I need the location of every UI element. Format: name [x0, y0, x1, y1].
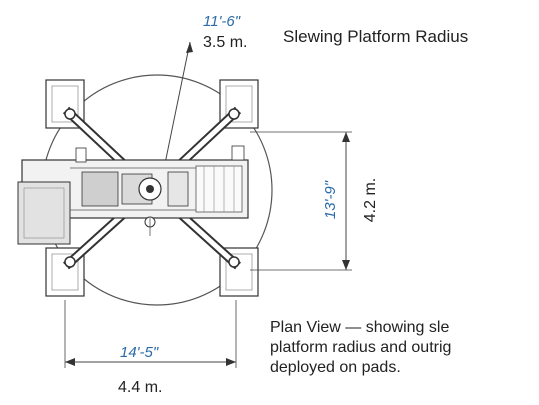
plan-view-caption: Plan View — showing sle platform radius … — [270, 318, 539, 390]
caption-line-1: Plan View — showing sle — [270, 319, 450, 336]
outrigger-beam-bottom-right — [172, 206, 242, 270]
outrigger-beam-top-left — [62, 106, 132, 172]
crane-carrier-body — [17, 145, 249, 245]
length-imperial-label: 13'-9" — [322, 180, 339, 219]
length-dimension — [250, 131, 352, 271]
radius-arrowhead — [186, 42, 193, 53]
width-dimension — [64, 300, 237, 368]
radius-imperial-label: 11'-6" — [203, 13, 241, 30]
radius-metric-label: 3.5 m. — [203, 34, 247, 51]
outrigger-beam-top-right — [172, 106, 242, 172]
length-metric-label: 4.2 m. — [362, 178, 379, 222]
caption-line-3: deployed on pads. — [270, 359, 401, 376]
caption-line-2: platform radius and outrig — [270, 339, 452, 356]
outrigger-beam-bottom-left — [62, 206, 132, 270]
width-metric-label: 4.4 m. — [118, 379, 162, 396]
width-imperial-label: 14'-5" — [120, 344, 159, 361]
platform-title-label: Slewing Platform Radius — [283, 27, 468, 46]
